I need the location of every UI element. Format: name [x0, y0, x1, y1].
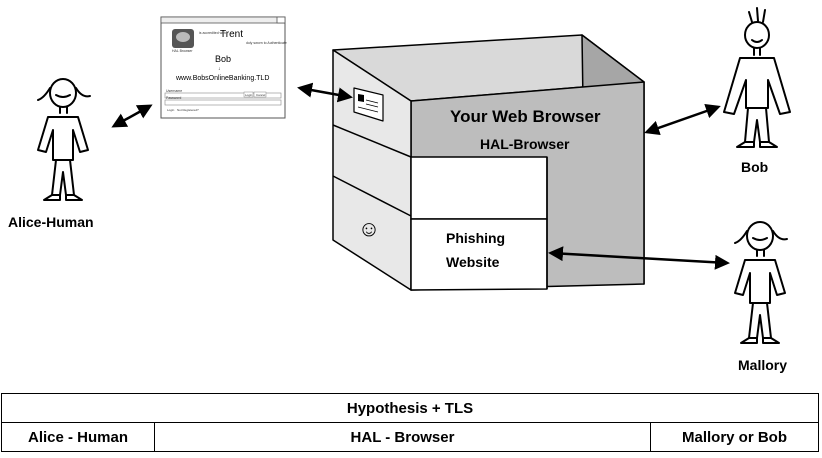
dialog-trent: Trent	[220, 29, 243, 40]
hypothesis-table: Hypothesis + TLS Alice - Human HAL - Bro…	[1, 393, 819, 452]
dialog-arrow: ↓	[218, 66, 221, 72]
hal-dialog	[160, 16, 286, 119]
mallory-figure	[734, 221, 788, 344]
table-header: Hypothesis + TLS	[1, 393, 819, 423]
dialog-intro-text: is accredited with	[199, 31, 226, 35]
bob-figure	[723, 7, 791, 148]
table-col-hal: HAL - Browser	[154, 422, 651, 452]
mallory-label: Mallory	[738, 357, 788, 373]
arrow-dialog-browser	[297, 82, 353, 103]
dialog-register-link[interactable]: Not Registered?	[177, 108, 199, 112]
phishing-line2: Website	[446, 254, 500, 270]
table-col-mallory-bob: Mallory or Bob	[650, 422, 819, 452]
phishing-line1: Phishing	[446, 230, 506, 246]
arrow-alice-dialog	[111, 104, 153, 128]
dialog-bob: Bob	[215, 54, 231, 64]
alice-figure	[37, 78, 91, 201]
dialog-domain: www.BobsOnlineBanking.TLD	[175, 75, 269, 82]
table-col-alice: Alice - Human	[1, 422, 155, 452]
dialog-cancel-label: Cancel	[256, 93, 266, 97]
browser-subtitle: HAL-Browser	[480, 136, 570, 152]
browser-title: Your Web Browser	[450, 107, 601, 126]
alice-label: Alice-Human	[8, 214, 94, 230]
dialog-login-label: Login	[245, 93, 253, 97]
dialog-password-label: Password	[166, 96, 181, 100]
dialog-close-icon[interactable]	[276, 16, 286, 24]
dialog-login-button[interactable]	[243, 91, 254, 98]
arrow-browser-bob	[644, 103, 721, 136]
dialog-app-name: HAL Browser	[172, 49, 193, 53]
smiley-icon: ☺	[358, 216, 380, 241]
browser-box	[332, 34, 645, 291]
bob-label: Bob	[741, 159, 769, 175]
dialog-trent-note: duly sworn to Authenticate	[246, 41, 287, 45]
dialog-forgot-link[interactable]: Login	[167, 108, 175, 112]
dialog-cancel-button[interactable]	[253, 91, 267, 98]
arrow-phishing-mallory	[548, 246, 730, 270]
dialog-username-label: Username	[166, 89, 182, 93]
